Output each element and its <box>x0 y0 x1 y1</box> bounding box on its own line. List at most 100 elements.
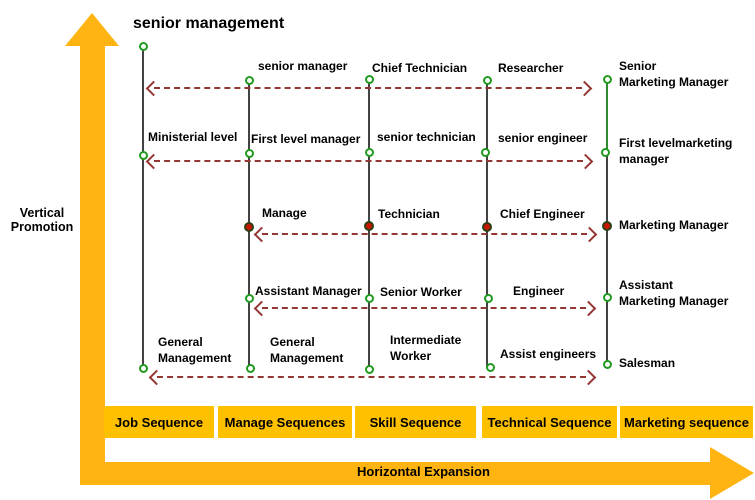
node-assistant-manager <box>244 293 254 303</box>
label-chief-engineer-line: Chief Engineer <box>500 207 585 221</box>
job-column-line <box>142 46 144 368</box>
row-1-transfer-arrow-right-arrowhead-icon <box>576 80 593 97</box>
label-technician-line: Technician <box>378 207 440 221</box>
row-5-transfer-arrow-left-arrowhead-icon <box>148 369 165 386</box>
label-intermediate-worker-line: Intermediate <box>390 333 462 347</box>
label-senior-manager-line: senior manager <box>258 59 348 73</box>
label-first-level-marketing-manager-line: First levelmarketing <box>619 136 733 150</box>
label-senior-engineer: senior engineer <box>498 130 587 146</box>
sequence-box-manage-sequences: Manage Sequences <box>218 406 352 438</box>
label-general-management-manage-line: General <box>270 335 315 349</box>
sequence-box-skill-sequence: Skill Sequence <box>355 406 476 438</box>
label-senior-manager: senior manager <box>258 58 347 74</box>
label-assistant-marketing-manager-line: Marketing Manager <box>619 294 729 308</box>
node-assistant-marketing-manager <box>602 292 612 302</box>
row-5-transfer-arrow-right-arrowhead-icon <box>580 369 597 386</box>
node-assist-engineers <box>485 362 495 372</box>
node-first-level-manager <box>244 148 254 158</box>
label-salesman: Salesman <box>619 355 675 371</box>
label-assist-engineers-line: Assist engineers <box>500 347 597 361</box>
row-4-transfer-arrow-left-arrowhead-icon <box>253 300 270 317</box>
label-salesman-line: Salesman <box>619 356 676 370</box>
row-2-transfer-arrow-left-arrowhead-icon <box>145 153 162 170</box>
horizontal-expansion-arrow-body <box>104 462 710 485</box>
node-senior-marketing-manager <box>602 74 612 84</box>
node-chief-engineer <box>482 222 492 232</box>
row-2-transfer-arrow-right-arrowhead-icon <box>577 153 594 170</box>
horizontal-axis-label: Horizontal Expansion <box>357 464 490 479</box>
label-researcher: Researcher <box>498 60 563 76</box>
diagram-title: senior management <box>133 15 285 32</box>
vertical-axis-label: Vertical Promotion <box>6 206 78 234</box>
row-1-transfer-arrow-left-arrowhead-icon <box>145 80 162 97</box>
node-engineer <box>483 293 493 303</box>
label-marketing-manager: Marketing Manager <box>619 217 728 233</box>
node-marketing-manager <box>602 221 612 231</box>
label-senior-technician-line: senior technician <box>377 130 476 144</box>
node-senior-management <box>138 41 148 51</box>
label-assistant-manager: Assistant Manager <box>255 283 362 299</box>
label-senior-worker-line: Senior Worker <box>380 285 462 299</box>
label-manage: Manage <box>262 205 307 221</box>
row-4-transfer-arrow-right-arrowhead-icon <box>580 300 597 317</box>
row-2-transfer-arrow <box>154 160 583 162</box>
label-engineer: Engineer <box>513 283 564 299</box>
node-senior-technician <box>364 147 374 157</box>
label-senior-marketing-manager-line: Senior <box>619 59 657 73</box>
node-first-level-marketing-manager <box>600 147 610 157</box>
node-senior-manager <box>244 75 254 85</box>
vertical-axis-label-line1: Vertical <box>19 206 65 220</box>
row-1-transfer-arrow <box>154 87 582 89</box>
row-5-transfer-arrow <box>157 376 586 378</box>
node-intermediate-worker <box>364 364 374 374</box>
row-4-transfer-arrow <box>262 307 586 309</box>
label-chief-technician: Chief Technician <box>372 60 467 76</box>
label-technician: Technician <box>378 206 440 222</box>
sequence-box-technical-sequence: Technical Sequence <box>482 406 617 438</box>
label-senior-marketing-manager-line: Marketing Manager <box>619 75 729 89</box>
label-manage-line: Manage <box>262 206 307 220</box>
label-assistant-manager-line: Assistant Manager <box>255 284 362 298</box>
horizontal-expansion-arrow-head-icon <box>710 447 754 499</box>
node-manage <box>244 222 254 232</box>
label-marketing-manager-line: Marketing Manager <box>619 218 729 232</box>
label-senior-engineer-line: senior engineer <box>498 131 588 145</box>
vertical-promotion-arrow-body <box>80 44 105 485</box>
marketing-column-line <box>606 153 608 364</box>
label-chief-engineer: Chief Engineer <box>500 206 585 222</box>
node-senior-engineer <box>480 147 490 157</box>
vertical-promotion-arrow-head-icon <box>65 13 119 46</box>
node-ministerial-level <box>138 150 148 160</box>
label-senior-worker: Senior Worker <box>380 284 462 300</box>
label-first-level-manager: First level manager <box>251 131 360 147</box>
label-senior-technician: senior technician <box>377 129 476 145</box>
label-engineer-line: Engineer <box>513 284 565 298</box>
sequence-box-marketing-sequence: Marketing sequence <box>620 406 753 438</box>
node-general-management-job <box>138 363 148 373</box>
label-first-level-manager-line: First level manager <box>251 132 361 146</box>
label-intermediate-worker-line: Worker <box>390 349 432 363</box>
row-3-transfer-arrow <box>262 233 587 235</box>
marketing-column-line-top <box>606 79 608 153</box>
node-researcher <box>482 75 492 85</box>
node-senior-worker <box>364 293 374 303</box>
label-assistant-marketing-manager-line: Assistant <box>619 278 674 292</box>
label-ministerial-level: Ministerial level <box>148 129 237 145</box>
label-general-management-manage-line: Management <box>270 351 344 365</box>
row-3-transfer-arrow-right-arrowhead-icon <box>581 226 598 243</box>
label-ministerial-level-line: Ministerial level <box>148 130 238 144</box>
vertical-axis-label-line2: Promotion <box>10 220 74 234</box>
node-chief-technician <box>364 74 374 84</box>
label-researcher-line: Researcher <box>498 61 564 75</box>
label-general-management-job-line: Management <box>158 351 232 365</box>
label-general-management-job-line: General <box>158 335 203 349</box>
node-technician <box>364 221 374 231</box>
row-3-transfer-arrow-left-arrowhead-icon <box>253 226 270 243</box>
